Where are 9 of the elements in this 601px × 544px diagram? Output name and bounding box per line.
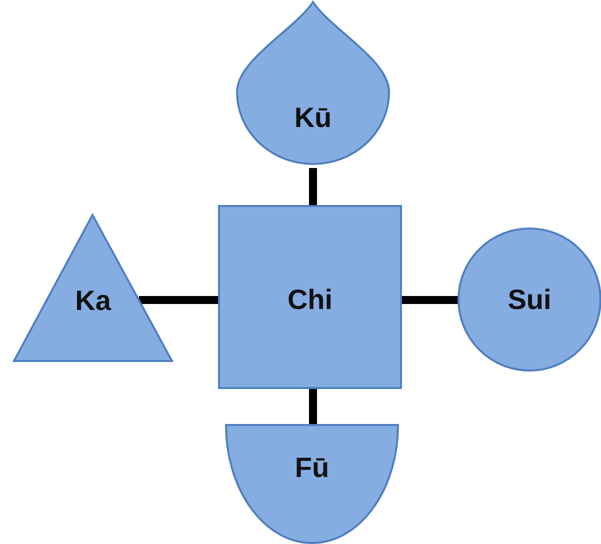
connector-line (402, 296, 458, 304)
node-label: Ka (75, 284, 111, 318)
connector-line (139, 296, 218, 304)
node-label: Kū (294, 101, 332, 135)
node-label: Fū (294, 451, 330, 485)
node-label: Sui (508, 283, 552, 317)
node-label: Chi (287, 283, 333, 317)
connector-line (309, 168, 317, 205)
connector-line (309, 389, 317, 425)
